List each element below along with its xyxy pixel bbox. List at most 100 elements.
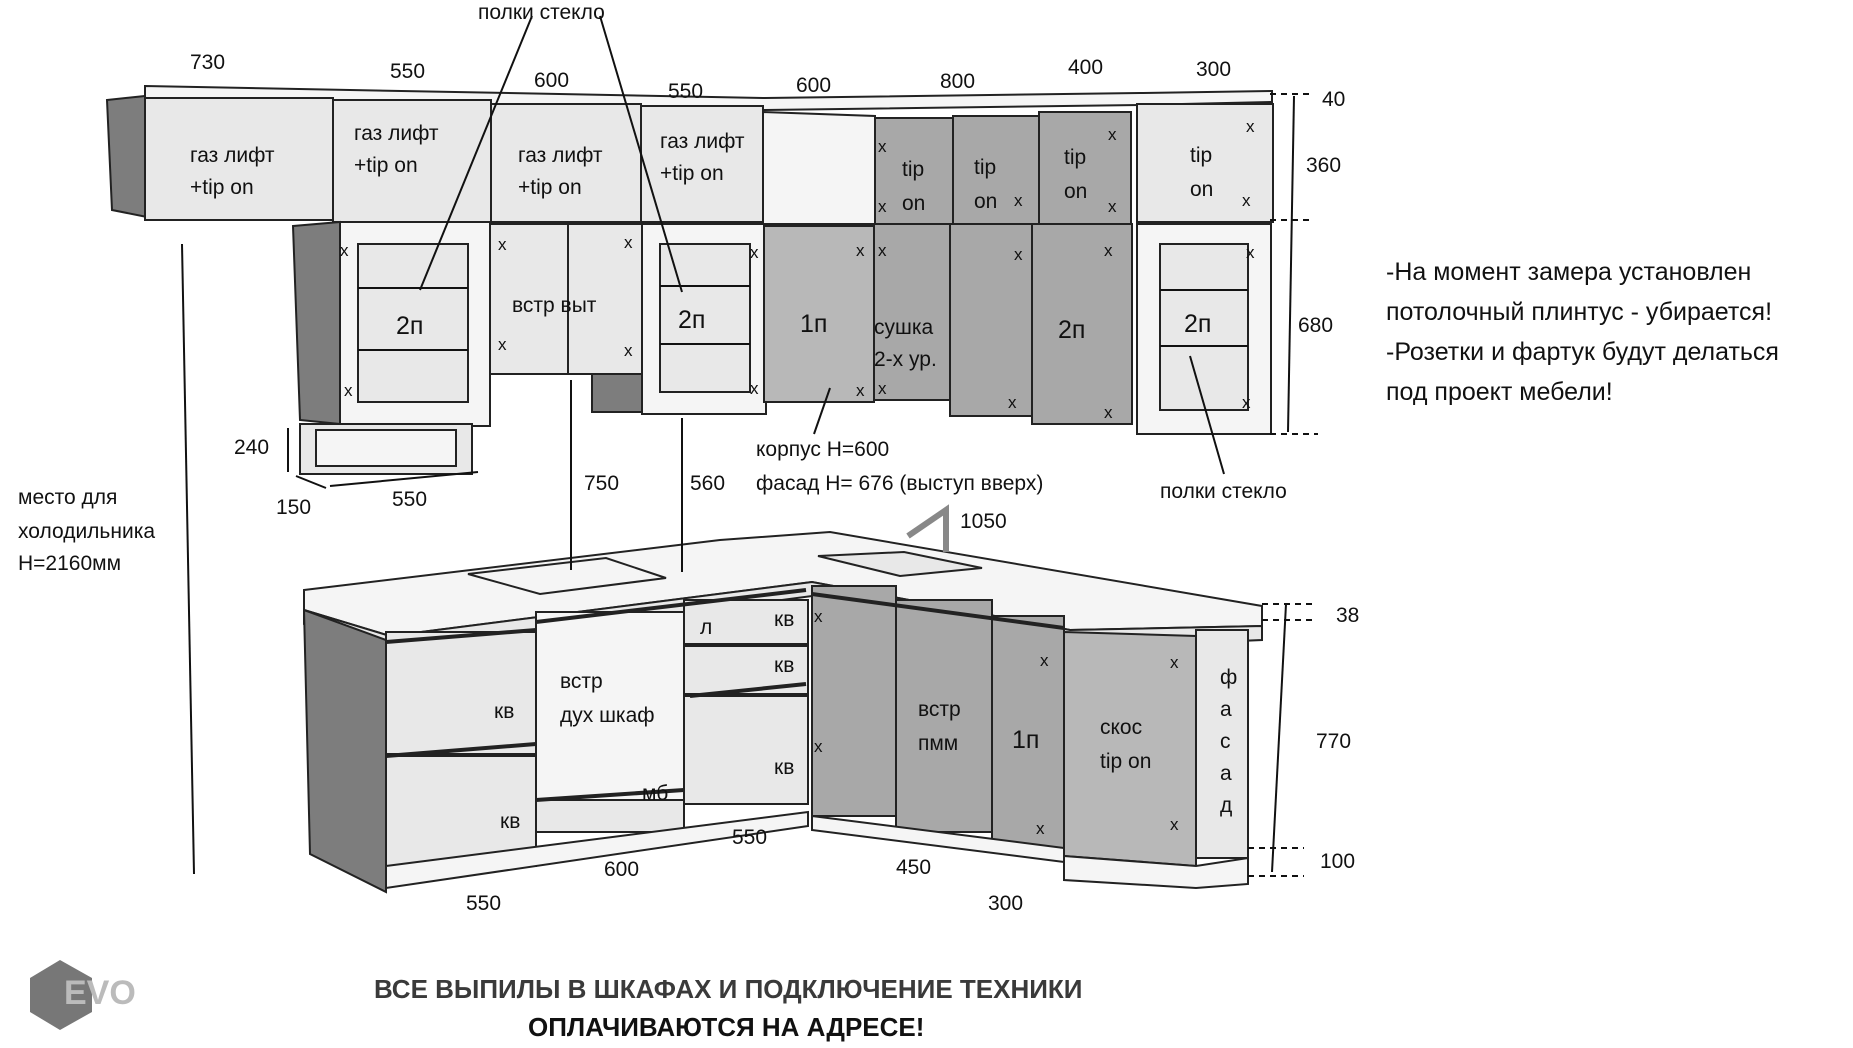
x-mark: x	[878, 379, 887, 398]
x-mark: x	[750, 243, 759, 262]
lower-cabinets	[302, 530, 1263, 894]
upper-gaslift-3	[490, 103, 642, 223]
label-kv-1: кв	[494, 700, 514, 723]
note-line-3: -Розетки и фартук будут делаться	[1386, 338, 1779, 366]
dim-bottom-450: 450	[896, 856, 931, 879]
label-kv-2: кв	[500, 810, 520, 833]
dim-top-800: 800	[940, 70, 975, 93]
upper-gaslift-4	[640, 105, 764, 223]
upper-left-lower-side	[291, 220, 341, 426]
handle	[811, 592, 1065, 630]
upper-cabinets	[105, 84, 1274, 475]
dim-top-730: 730	[190, 51, 225, 74]
dim-top-550: 550	[390, 60, 425, 83]
label-glass-shelves-top: полки стекло	[478, 1, 605, 24]
label-kv-5: кв	[774, 756, 794, 779]
dim-360: 360	[1306, 154, 1341, 177]
label-facade-4: а	[1220, 762, 1232, 785]
label-facade-5: д	[1220, 794, 1232, 817]
label-oven: встр	[560, 670, 603, 693]
handle	[385, 628, 537, 644]
label-2p-left: 2п	[396, 312, 423, 340]
label-gaslift-2b: +tip on	[354, 154, 418, 177]
x-mark: x	[1104, 403, 1113, 422]
label-gaslift-4b: +tip on	[660, 162, 724, 185]
dim-40: 40	[1322, 88, 1345, 111]
glass-cabinet-left-inner	[357, 243, 469, 403]
leader-body	[813, 387, 831, 435]
label-tipon-1: tip	[902, 158, 924, 181]
x-mark: x	[1108, 125, 1117, 144]
handle	[535, 788, 685, 802]
x-mark: x	[1170, 653, 1179, 672]
hob	[467, 556, 667, 596]
corner-door	[811, 585, 897, 817]
dim-1050: 1050	[960, 510, 1007, 533]
label-facade-1: ф	[1220, 666, 1237, 689]
dim-bottom-600: 600	[604, 858, 639, 881]
label-1p-lower: 1п	[1012, 726, 1039, 754]
sink	[817, 550, 983, 578]
x-mark: x	[814, 607, 823, 626]
faucet	[906, 504, 949, 552]
label-dishwasher: встр	[918, 698, 961, 721]
plinth-left	[385, 810, 809, 890]
dim-750: 750	[584, 472, 619, 495]
dim-560: 560	[690, 472, 725, 495]
drawer-left-bottom	[385, 755, 537, 867]
x-mark: x	[340, 241, 349, 260]
x-mark: x	[856, 241, 865, 260]
drawer-right-mid	[683, 645, 809, 695]
label-fridge-1: место для	[18, 486, 117, 509]
x-mark: x	[1014, 191, 1023, 210]
upper-gaslift-1	[144, 97, 334, 221]
x-mark: x	[344, 381, 353, 400]
dim-150: 150	[276, 496, 311, 519]
label-facade-2: а	[1220, 698, 1232, 721]
note-line-2: потолочный плинтус - убирается!	[1386, 298, 1772, 326]
dim-38: 38	[1336, 604, 1359, 627]
dim-bottom-550: 550	[466, 892, 501, 915]
lower-1p-door	[991, 615, 1065, 849]
dim-right-lower	[1271, 603, 1287, 873]
hood-bottom	[591, 373, 643, 413]
x-mark: x	[1242, 191, 1251, 210]
x-mark: x	[1246, 117, 1255, 136]
dim-150	[295, 475, 327, 489]
x-mark: x	[1170, 815, 1179, 834]
note-line-1: -На момент замера установлен	[1386, 258, 1751, 286]
dim-top-550b: 550	[668, 80, 703, 103]
end-facade	[1195, 629, 1249, 859]
label-oven-b: дух шкаф	[560, 704, 655, 727]
leader-glass-mid	[599, 15, 683, 293]
label-l: л	[700, 616, 712, 639]
drawer-left-top	[385, 631, 537, 755]
dim-top-600: 600	[534, 69, 569, 92]
x-mark: x	[624, 341, 633, 360]
label-tipon-2b: on	[974, 190, 997, 213]
label-tipon-3b: on	[1064, 180, 1087, 203]
labels: 730 550 600 550 600 800 400 300 полки ст…	[18, 1, 1779, 1042]
upper-1p-door	[763, 225, 875, 403]
upper-2p-door	[1031, 223, 1133, 425]
dim-770: 770	[1316, 730, 1351, 753]
label-kv-4: кв	[774, 654, 794, 677]
note-line-4: под проект мебели!	[1386, 378, 1613, 406]
label-2p-right: 2п	[1184, 310, 1211, 338]
label-glass-shelves-right: полки стекло	[1160, 480, 1287, 503]
dim-bottom-300: 300	[988, 892, 1023, 915]
dim-top-300: 300	[1196, 58, 1231, 81]
x-mark: x	[1246, 243, 1255, 262]
dim-680: 680	[1298, 314, 1333, 337]
dim-top-600b: 600	[796, 74, 831, 97]
label-2p-mid: 2п	[678, 306, 705, 334]
x-mark: x	[1008, 393, 1017, 412]
dim-right-upper	[1287, 95, 1295, 433]
x-mark: x	[498, 335, 507, 354]
footer-line-2: ОПЛАЧИВАЮТСЯ НА АДРЕСЕ!	[528, 1012, 924, 1042]
x-mark: x	[878, 137, 887, 156]
drawer-l	[683, 599, 809, 645]
footer-line-1: ВСЕ ВЫПИЛЫ В ШКАФАХ И ПОДКЛЮЧЕНИЕ ТЕХНИК…	[374, 974, 1082, 1004]
drawer-right-bottom	[683, 695, 809, 805]
